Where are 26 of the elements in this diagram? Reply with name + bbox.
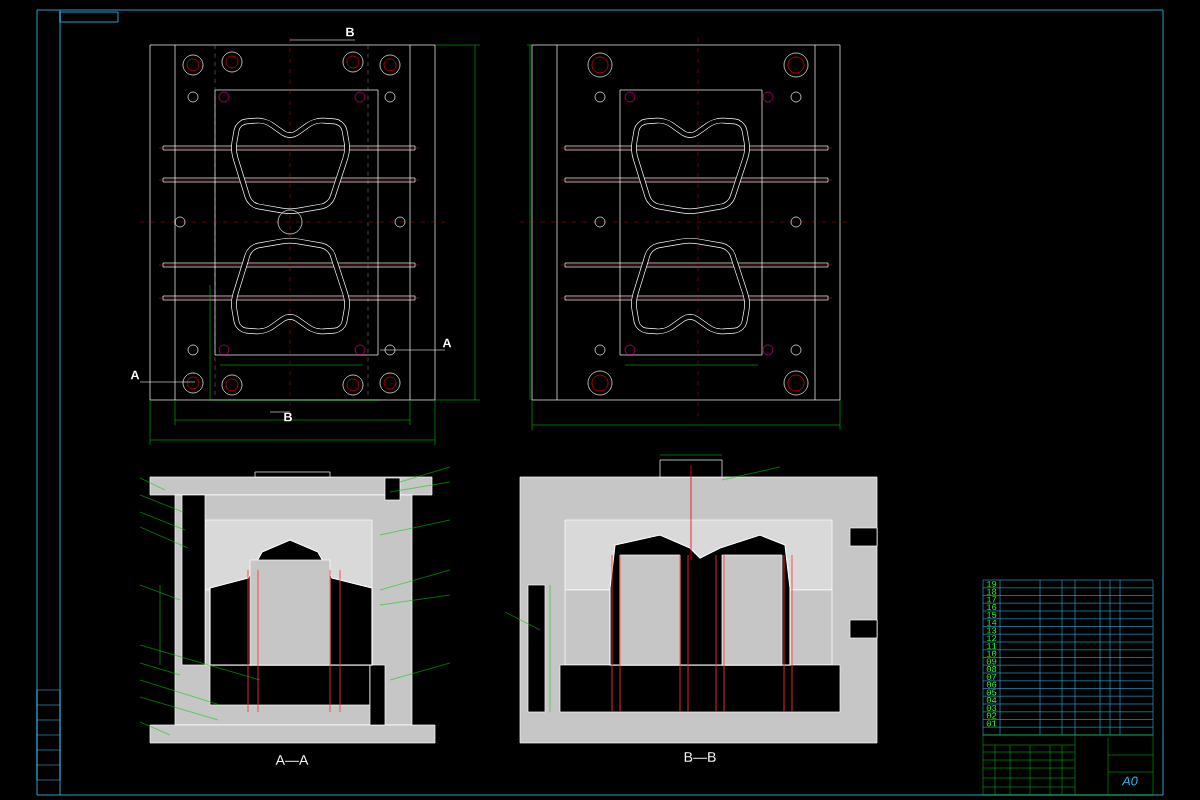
row-number: 09 bbox=[986, 658, 997, 665]
row-number: 13 bbox=[986, 627, 997, 634]
row-number: 07 bbox=[986, 673, 997, 680]
row-number: 01 bbox=[986, 720, 997, 727]
row-number: 02 bbox=[986, 712, 997, 719]
row-number: 06 bbox=[986, 681, 997, 688]
sheet-size-label: A0 bbox=[1121, 776, 1138, 786]
section-label: A—A bbox=[275, 755, 309, 765]
section-label: B—B bbox=[684, 752, 716, 762]
row-number: 10 bbox=[986, 650, 997, 657]
row-number: 03 bbox=[986, 704, 997, 711]
row-number: 15 bbox=[986, 611, 997, 618]
section-marker: B bbox=[284, 412, 292, 422]
row-number: 05 bbox=[986, 689, 997, 696]
row-number: 17 bbox=[986, 596, 997, 603]
row-number: 16 bbox=[986, 604, 997, 611]
row-number: 11 bbox=[986, 642, 997, 649]
row-number: 14 bbox=[986, 619, 997, 626]
row-number: 18 bbox=[986, 588, 997, 595]
row-number: 04 bbox=[986, 697, 997, 704]
section-marker: A bbox=[442, 338, 452, 348]
row-number: 08 bbox=[986, 666, 997, 673]
section-marker: B bbox=[346, 27, 354, 37]
row-number: 19 bbox=[986, 580, 997, 587]
row-number: 12 bbox=[986, 635, 997, 642]
section-marker: A bbox=[130, 370, 140, 380]
